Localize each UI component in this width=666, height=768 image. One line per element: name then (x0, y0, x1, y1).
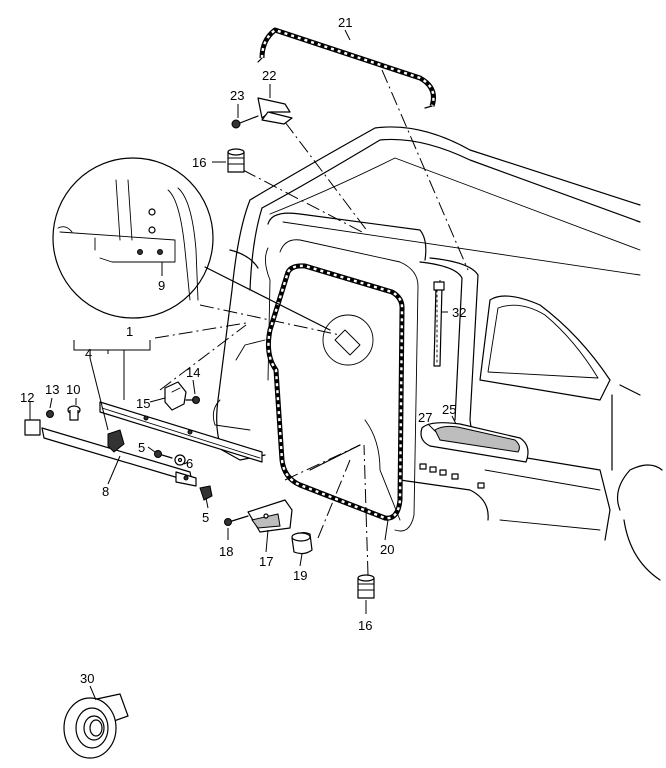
callout-23: 23 (230, 88, 244, 103)
callout-6: 6 (186, 456, 193, 471)
callout-leaders (29, 29, 457, 701)
callout-4: 4 (85, 346, 92, 361)
screw-18 (224, 515, 249, 526)
clip-13 (46, 410, 54, 418)
callout-27: 27 (418, 410, 432, 425)
sill-trim-25-27 (420, 422, 529, 463)
bracket-22 (257, 97, 293, 125)
callout-17: 17 (259, 554, 273, 569)
bracket-17 (247, 499, 293, 533)
bolt-5-washer-6 (154, 450, 213, 501)
callout-20: 20 (380, 542, 394, 557)
callout-22: 22 (262, 68, 276, 83)
block-15 (164, 381, 187, 411)
clip-12 (24, 419, 41, 436)
cap-19 (291, 532, 313, 555)
lower-rail-8 (41, 427, 197, 487)
tape-roll-30 (63, 693, 129, 759)
buffer-16-top (227, 148, 245, 173)
callout-16-bottom: 16 (358, 618, 372, 633)
callout-21: 21 (338, 15, 352, 30)
callout-32: 32 (452, 305, 466, 320)
callout-5-upper: 5 (138, 440, 145, 455)
callout-10: 10 (66, 382, 80, 397)
callout-19: 19 (293, 568, 307, 583)
callout-13: 13 (45, 382, 59, 397)
screw-23 (231, 115, 259, 129)
callout-25: 25 (442, 402, 456, 417)
buffer-16-bottom (357, 574, 375, 599)
callout-30: 30 (80, 671, 94, 686)
guide-rail-1 (99, 401, 263, 463)
callout-8: 8 (102, 484, 109, 499)
vehicle-body (212, 126, 663, 581)
roof-seal-21 (257, 27, 436, 109)
rivet-10 (67, 405, 81, 421)
callout-labels: 21 22 23 16 9 32 1 4 13 10 12 14 15 5 6 … (20, 15, 466, 686)
bolt-14 (185, 396, 200, 404)
strip-32 (433, 281, 445, 367)
callout-12: 12 (20, 390, 34, 405)
end-cap-4 (107, 429, 125, 453)
callout-18: 18 (219, 544, 233, 559)
detail-circle (52, 157, 374, 366)
callout-9: 9 (158, 278, 165, 293)
callout-1: 1 (126, 324, 133, 339)
callout-16-top: 16 (192, 155, 206, 170)
callout-5-lower: 5 (202, 510, 209, 525)
callout-15: 15 (136, 396, 150, 411)
callout-14: 14 (186, 365, 200, 380)
assembly-lines (154, 69, 469, 576)
door-seal-20 (266, 239, 419, 532)
